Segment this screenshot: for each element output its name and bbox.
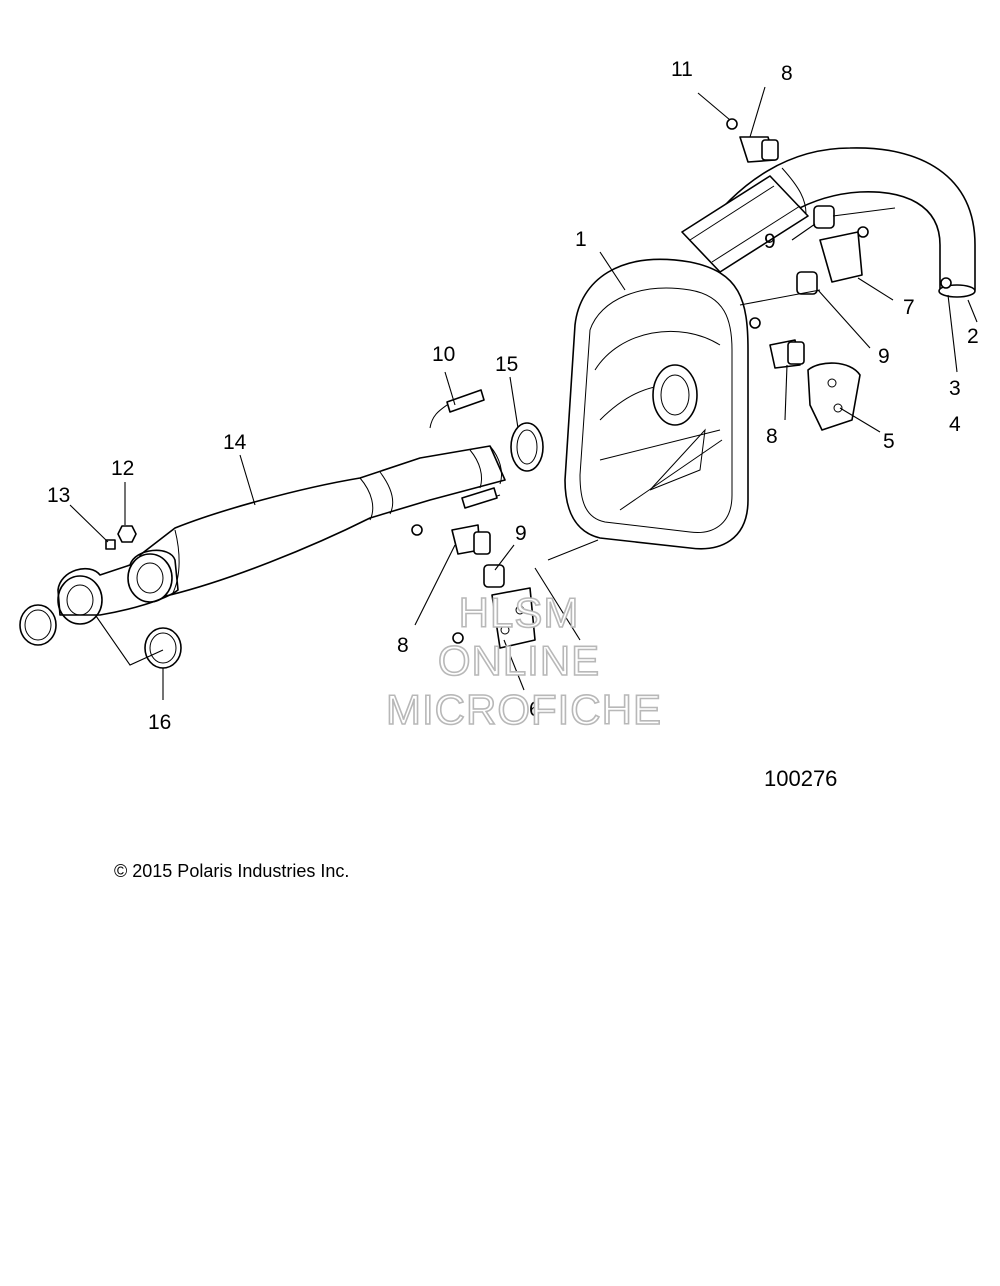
callout-9-b: 9 — [878, 345, 890, 368]
copyright-notice: © 2015 Polaris Industries Inc. — [114, 861, 350, 881]
callout-10: 10 — [432, 343, 455, 366]
callout-2: 2 — [967, 325, 979, 348]
callout-8-c: 8 — [397, 634, 409, 657]
callout-1: 1 — [575, 228, 587, 251]
callout-4: 4 — [949, 413, 961, 436]
callout-16: 16 — [148, 711, 171, 734]
small-fasteners — [411, 118, 952, 644]
callout-12: 12 — [111, 457, 134, 480]
callout-13: 13 — [47, 484, 70, 507]
callout-9: 9 — [764, 230, 776, 253]
callout-6: 6 — [529, 698, 541, 721]
muffler — [564, 258, 749, 550]
nut-and-stud — [105, 525, 137, 550]
watermark: HLSM ONLINE MICROFICHE — [385, 588, 662, 734]
rubber-grommets — [483, 205, 835, 588]
exhaust-springs — [429, 389, 501, 509]
svg-text:MICROFICHE: MICROFICHE — [386, 686, 662, 733]
callout-8-b: 8 — [766, 425, 778, 448]
callout-3: 3 — [949, 377, 961, 400]
callout-5: 5 — [883, 430, 895, 453]
callout-15: 15 — [495, 353, 518, 376]
callout-9-c: 9 — [515, 522, 527, 545]
exhaust-gaskets — [19, 604, 182, 669]
head-pipe-heat-shield — [681, 175, 809, 273]
callout-11: 11 — [671, 58, 693, 81]
diagram-reference-number: 100276 — [764, 766, 838, 791]
leader-lines — [69, 86, 978, 700]
mounting-brackets — [451, 136, 863, 649]
callout-labels: 1 2 3 4 5 6 7 8 8 8 9 9 9 10 11 12 13 14… — [47, 58, 979, 734]
exhaust-clamp-ring — [510, 422, 544, 472]
callout-7: 7 — [903, 296, 915, 319]
callout-14: 14 — [223, 431, 247, 454]
svg-text:ONLINE: ONLINE — [438, 637, 600, 684]
svg-text:HLSM: HLSM — [459, 589, 580, 636]
callout-8: 8 — [781, 62, 793, 85]
front-pipe-assembly — [57, 445, 506, 625]
